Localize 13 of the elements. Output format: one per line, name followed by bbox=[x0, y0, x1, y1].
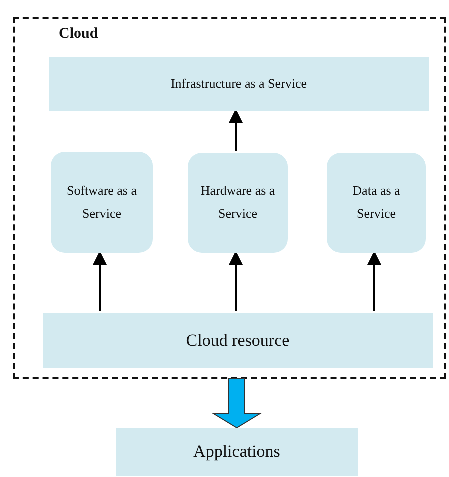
service-box: Software as a Service bbox=[51, 152, 153, 253]
group-title: Cloud bbox=[59, 26, 98, 42]
arrow bbox=[93, 251, 107, 311]
arrow bbox=[229, 251, 243, 311]
service-box: Data as a Service bbox=[327, 153, 426, 253]
layer-box: Infrastructure as a Service bbox=[49, 57, 429, 111]
arrow bbox=[368, 251, 382, 311]
block-arrow bbox=[212, 378, 262, 429]
arrow bbox=[229, 109, 243, 151]
layer-box: Applications bbox=[116, 428, 358, 476]
service-box: Hardware as a Service bbox=[188, 153, 288, 253]
cloud-boundary bbox=[13, 17, 446, 379]
layer-box: Cloud resource bbox=[43, 313, 433, 368]
